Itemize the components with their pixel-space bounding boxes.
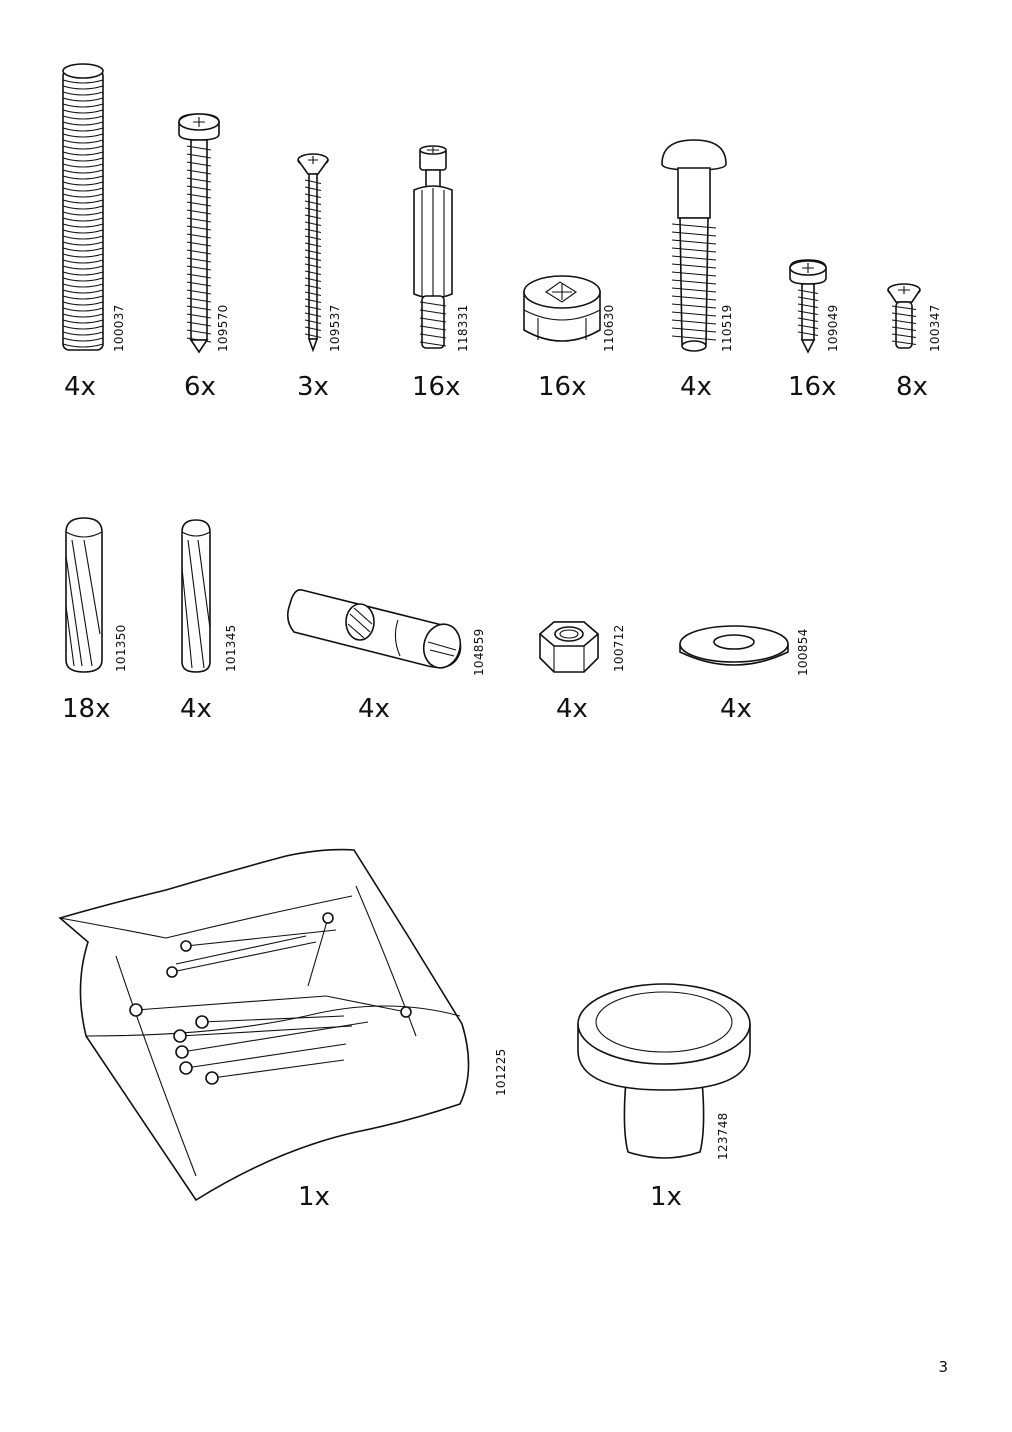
quantity: 6x [184, 372, 216, 402]
quantity: 4x [358, 694, 390, 724]
part-code: 109049 [826, 304, 840, 352]
short-pan-screw-icon [788, 258, 832, 356]
quantity: 16x [538, 372, 587, 402]
part-code: 110519 [720, 304, 734, 352]
quantity: 4x [180, 694, 212, 724]
quantity: 3x [297, 372, 329, 402]
quantity: 4x [720, 694, 752, 724]
threaded-rod-icon [60, 62, 110, 357]
quantity: 16x [412, 372, 461, 402]
part-code: 118331 [456, 304, 470, 352]
quantity: 4x [680, 372, 712, 402]
wood-dowel-icon [62, 516, 110, 676]
part-code: 100712 [612, 624, 626, 672]
part-code: 101350 [114, 624, 128, 672]
hex-nut-icon [538, 618, 602, 678]
wood-dowel-icon [178, 518, 218, 676]
quantity: 16x [788, 372, 837, 402]
quantity: 8x [896, 372, 928, 402]
countersunk-screw-icon [296, 150, 336, 355]
knob-icon [576, 980, 752, 1164]
quantity: 18x [62, 694, 111, 724]
quantity: 1x [298, 1182, 330, 1212]
part-code: 109570 [216, 304, 230, 352]
nail-bag-icon [56, 846, 496, 1206]
quantity: 1x [650, 1182, 682, 1212]
part-code: 100854 [796, 628, 810, 676]
part-code: 100037 [112, 304, 126, 352]
mushroom-plug-icon [660, 138, 730, 354]
washer-icon [678, 624, 792, 672]
part-code: 101225 [494, 1048, 508, 1096]
quantity: 4x [64, 372, 96, 402]
part-code: 104859 [472, 628, 486, 676]
part-code: 101345 [224, 624, 238, 672]
page-number: 3 [938, 1358, 948, 1376]
part-code: 100347 [928, 304, 942, 352]
part-code: 110630 [602, 304, 616, 352]
pan-head-screw-icon [176, 112, 226, 357]
barrel-nut-icon [288, 580, 468, 676]
cam-dowel-icon [410, 144, 460, 356]
part-code: 109537 [328, 304, 342, 352]
part-code: 123748 [716, 1112, 730, 1160]
cam-lock-icon [520, 270, 606, 352]
quantity: 4x [556, 694, 588, 724]
short-countersunk-screw-icon [886, 282, 926, 354]
